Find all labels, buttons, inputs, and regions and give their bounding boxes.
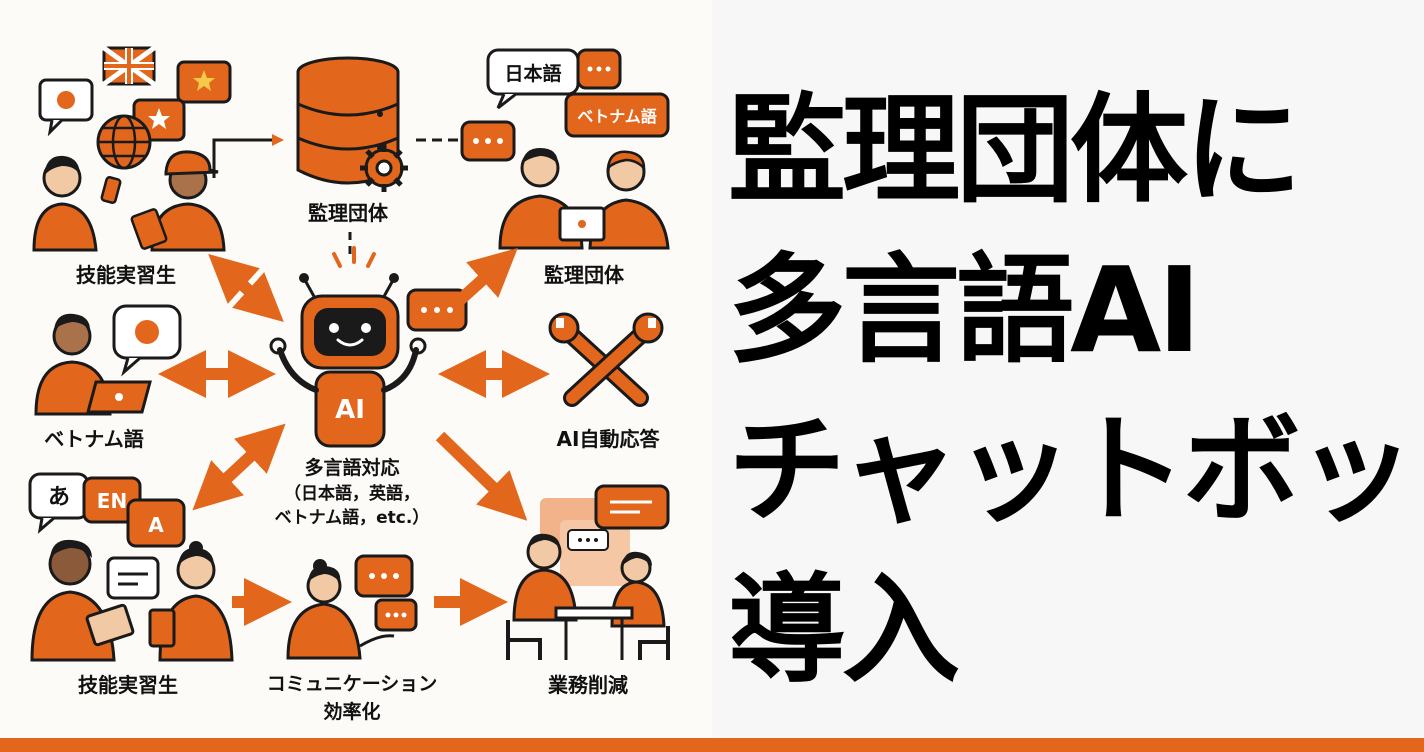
chat-bubble-icon <box>460 120 516 162</box>
label-comm-line1: コミュニケーション <box>267 673 438 695</box>
label-ai-auto: AI自動応答 <box>557 427 661 451</box>
arrow-trainee-ai <box>208 253 284 323</box>
robot-chat-bubble-icon <box>406 288 468 332</box>
meeting-chat-bubble-icon <box>594 484 670 530</box>
female-trainee-person <box>32 155 122 252</box>
wrench-tools-icon <box>548 312 664 407</box>
headline-panel <box>712 0 1424 738</box>
arrow-trainee-to-org <box>212 134 284 178</box>
message-bubble-icon <box>106 556 160 600</box>
label-reduction: 業務削減 <box>548 673 628 697</box>
label-trainees-top: 技能実習生 <box>76 263 176 287</box>
label-org-center: 監理団体 <box>308 201 389 225</box>
vietnamese-speech-bubble <box>564 92 670 138</box>
staff-person-right <box>588 150 670 250</box>
bubble-a-hira-text: あ <box>48 485 70 510</box>
communication-illustration <box>286 554 418 660</box>
headline-line-4: 導入 <box>728 561 960 699</box>
bubble-a-latin-text: A <box>148 513 164 537</box>
japanese-speech-bubble <box>486 48 622 110</box>
headline: 監理団体に 多言語AI チャットボッ 導入 <box>728 70 1418 710</box>
label-multilang-line1: 多言語対応 <box>304 456 399 479</box>
arrow-ai-org <box>455 247 518 305</box>
ai-robot-icon <box>269 246 427 448</box>
vietnamese-user-illustration <box>34 304 182 416</box>
headline-line-3: チャットボッ <box>728 401 1415 539</box>
label-trainees-bottom: 技能実習生 <box>78 673 178 697</box>
uk-flag-bubble-icon <box>102 45 156 87</box>
bubble-japanese-text: 日本語 <box>504 62 561 85</box>
label-multilang-line2: （日本語，英語， <box>284 483 420 504</box>
star-flag-bubble-icon <box>176 60 232 104</box>
ai-chatbot-diagram: 技能実習生 監理団体 日本語 ベトナム語 <box>28 45 670 723</box>
label-multilang-line3: ベトナム語，etc.） <box>275 507 430 528</box>
trainees-top-illustration <box>32 45 232 252</box>
comm-chat-bubble-icon <box>354 554 418 632</box>
arrow-ai-reduction <box>435 431 528 521</box>
language-bubbles <box>28 472 186 548</box>
japan-flag-bubble-icon <box>112 304 182 377</box>
bottom-accent-bar <box>0 738 1424 752</box>
robot-ai-badge: AI <box>335 395 365 425</box>
bubble-vietnamese-text: ベトナム語 <box>577 107 657 126</box>
gear-icon <box>360 144 408 192</box>
label-vietnamese: ベトナム語 <box>44 427 143 451</box>
meeting-illustration <box>506 484 670 660</box>
label-comm-line2: 効率化 <box>323 700 380 723</box>
laptop-icon <box>558 206 606 242</box>
globe-icon <box>96 114 152 170</box>
label-org-right: 監理団体 <box>544 263 625 287</box>
diagram-arrows <box>158 247 550 626</box>
trainees-bottom-illustration <box>30 539 234 662</box>
headline-line-2: 多言語AI <box>728 241 1201 379</box>
bubble-en-text: EN <box>97 489 127 513</box>
japan-flag-bubble-icon <box>38 78 94 137</box>
arrow-ai-trainee-bottom <box>192 423 286 511</box>
male-trainee-person <box>130 150 226 252</box>
headline-line-1: 監理団体に <box>728 81 1302 219</box>
org-staff-illustration: 日本語 ベトナム語 <box>460 48 670 250</box>
